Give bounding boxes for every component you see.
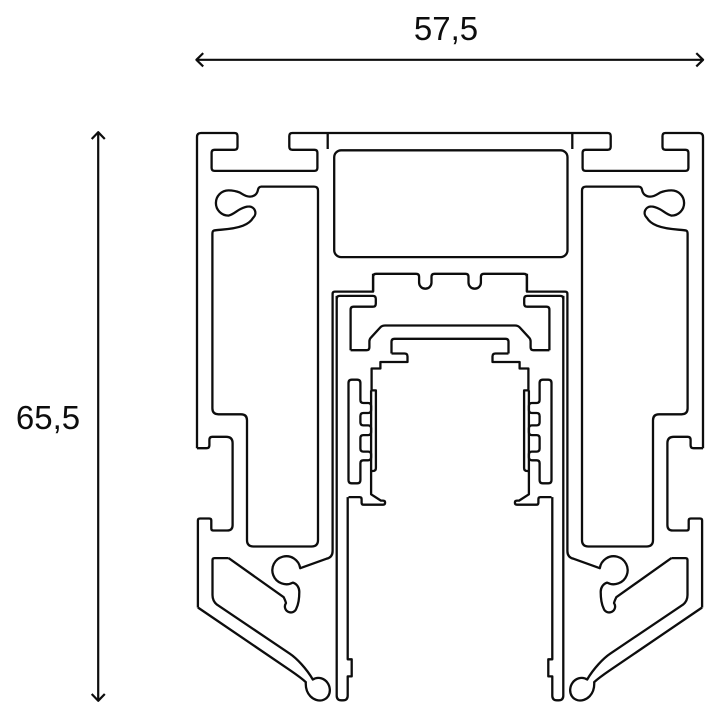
svg-text:65,5: 65,5 [16, 399, 80, 436]
svg-text:57,5: 57,5 [414, 10, 478, 47]
